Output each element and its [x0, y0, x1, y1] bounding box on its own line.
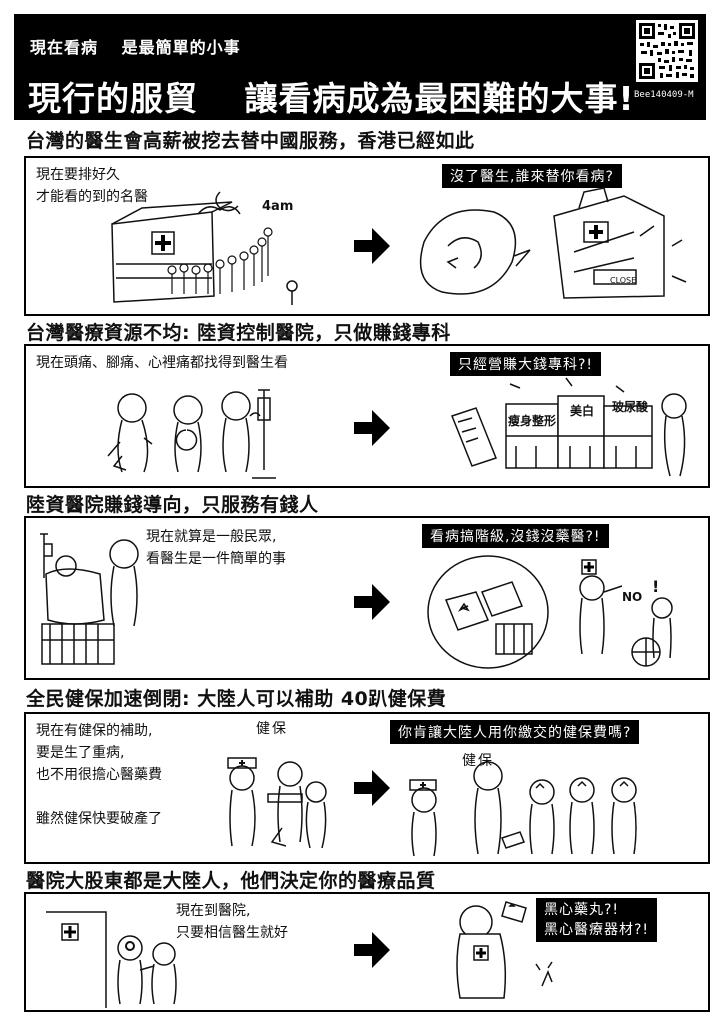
- patients-illustration: [92, 386, 292, 482]
- section-1-right-tag: 沒了醫生,誰來替你看病?: [442, 164, 622, 188]
- section-2-right-tag: 只經營賺大錢專科?!: [450, 352, 602, 376]
- section-4-title: 全民健保加速倒閉: 大陸人可以補助 40趴健保費: [26, 688, 447, 710]
- section-1-title: 台灣的醫生會高薪被挖去替中國服務，香港已經如此: [26, 130, 475, 152]
- section-1-left-text: 現在要排好久 才能看的到的名醫: [36, 167, 148, 205]
- rich-ward-illustration: [426, 552, 696, 672]
- section-2-left-text: 現在頭痛、腳痛、心裡痛都找得到醫生看: [36, 355, 288, 371]
- section-4-left-text: 現在有健保的補助, 要是生了重病, 也不用很擔心醫藥費 雖然健保快要破產了: [36, 723, 162, 827]
- section-2-title: 台灣醫療資源不均: 陸資控制醫院，只做賺錢專科: [26, 322, 451, 344]
- no-sign-text: NO: [622, 590, 643, 604]
- arrow-right-icon: [352, 406, 392, 450]
- health-insurance-sign-2: 健保: [462, 753, 494, 769]
- section-5-title: 醫院大股東都是大陸人，他們決定你的醫療品質: [26, 870, 436, 892]
- section-4-right-tag: 你肯讓大陸人用你繳交的健保費嗎?: [390, 720, 640, 744]
- header-code: Bee140409-M: [634, 90, 694, 100]
- section-3-panel: 現在就算是一般民眾, 看醫生是一件簡單的事 看病搞階級,沒錢沒藥醫?! NO !: [24, 516, 710, 680]
- qr-code-icon[interactable]: [636, 20, 698, 82]
- clock-4am-text: 4am: [262, 199, 294, 214]
- close-sign-text: CLOSE: [610, 276, 637, 285]
- clinics-illustration: [446, 376, 702, 480]
- section-3-title: 陸資醫院賺錢導向，只服務有錢人: [26, 494, 319, 516]
- section-3-right-tag: 看病搞階級,沒錢沒藥醫?!: [422, 524, 609, 548]
- health-insurance-sign-1: 健保: [256, 721, 288, 737]
- header-title: 現行的服貿 讓看病成為最困難的大事!: [28, 79, 635, 118]
- shop-sign-slimming: 瘦身整形: [508, 414, 557, 428]
- mainland-patients-illustration: [402, 754, 692, 858]
- section-1-panel: 現在要排好久 才能看的到的名醫 沒了醫生,誰來替你看病? 4am: [24, 156, 710, 316]
- section-5-left-text: 現在到醫院, 只要相信醫生就好: [176, 903, 288, 941]
- insurance-doctor-illustration: [220, 738, 340, 858]
- hospital-bed-illustration: [36, 524, 146, 672]
- shareholder-doctor-illustration: [436, 898, 586, 1006]
- closed-hospital-illustration: [414, 186, 704, 310]
- arrow-right-icon: [352, 580, 392, 624]
- section-5-panel: 現在到醫院, 只要相信醫生就好 黑心藥丸?! 黑心醫療器材?!: [24, 892, 710, 1012]
- section-3-left-text: 現在就算是一般民眾, 看醫生是一件簡單的事: [146, 529, 286, 567]
- section-2-panel: 現在頭痛、腳痛、心裡痛都找得到醫生看 只經營賺大錢專科?! 瘦身整形 美白 玻尿…: [24, 344, 710, 488]
- arrow-right-icon: [352, 928, 392, 972]
- shop-sign-hyaluronic: 玻尿酸: [612, 400, 649, 414]
- header-banner: 現在看病 是最簡單的小事 現行的服貿 讓看病成為最困難的大事!: [14, 14, 706, 120]
- exclaim-mark: !: [652, 577, 660, 596]
- section-4-panel: 現在有健保的補助, 要是生了重病, 也不用很擔心醫藥費 雖然健保快要破產了 你肯…: [24, 712, 710, 864]
- section-5-right-tag: 黑心藥丸?! 黑心醫療器材?!: [536, 898, 658, 942]
- doctor-consult-illustration: [40, 904, 190, 1010]
- shop-sign-whitening: 美白: [570, 404, 595, 418]
- arrow-right-icon: [352, 224, 392, 268]
- hospital-queue-illustration: [102, 184, 302, 308]
- header-subtitle: 現在看病 是最簡單的小事: [30, 38, 241, 57]
- arrow-right-icon: [352, 766, 392, 810]
